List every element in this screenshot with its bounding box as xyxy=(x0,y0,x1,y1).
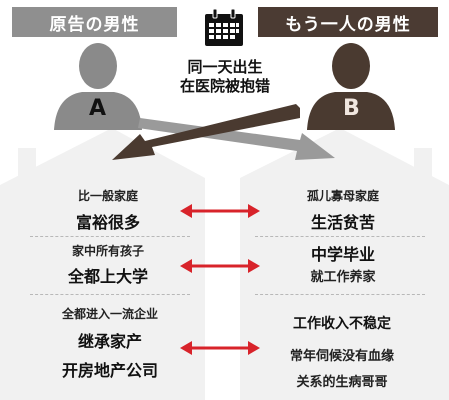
row3-right-line3: 关系的生病哥哥 xyxy=(296,375,388,390)
row2-right-line2: 就工作养家 xyxy=(310,270,376,285)
row-separator-left-2 xyxy=(30,294,190,295)
compare-arrow-2 xyxy=(180,259,260,273)
row3-left-line3: 开房地产公司 xyxy=(61,361,158,380)
row-separator-right-1 xyxy=(255,236,425,237)
row1-right-line1: 孤儿寡母家庭 xyxy=(306,189,379,203)
left-house-chimney xyxy=(18,148,36,178)
right-house xyxy=(240,128,449,400)
person-a-letter: A xyxy=(89,96,107,121)
row3-left-line1: 全都进入一流企业 xyxy=(61,307,158,321)
compare-arrow-1 xyxy=(180,204,260,218)
person-b-letter: B xyxy=(343,96,360,121)
row1-left-line1: 比一般家庭 xyxy=(77,189,138,203)
row3-right-line2: 常年伺候没有血缘 xyxy=(289,349,394,364)
row-separator-right-2 xyxy=(255,294,425,295)
row1-left-line2: 富裕很多 xyxy=(75,213,140,232)
caption-line-1: 同一天出生 xyxy=(187,58,263,76)
right-header-label: もう一人の男性 xyxy=(258,7,438,37)
person-a-silhouette xyxy=(54,43,142,130)
row2-left-line1: 家中所有孩子 xyxy=(71,244,144,258)
row3-right-line1: 工作收入不稳定 xyxy=(293,316,391,332)
row3-left-line2: 继承家产 xyxy=(77,332,142,351)
row2-right-line1: 中学毕业 xyxy=(310,245,375,264)
swap-arrow-to-left xyxy=(112,104,300,160)
right-house-chimney xyxy=(414,148,432,178)
caption-line-2: 在医院被抱错 xyxy=(179,77,270,95)
row-separator-left-1 xyxy=(30,236,190,237)
person-b-silhouette xyxy=(307,43,395,130)
row1-right-line2: 生活贫苦 xyxy=(310,213,375,232)
swap-arrow-to-right xyxy=(138,118,335,160)
compare-arrow-3 xyxy=(180,341,260,355)
left-house xyxy=(0,128,205,400)
calendar-icon xyxy=(205,8,243,46)
row2-left-line2: 全都上大学 xyxy=(67,267,148,286)
left-header-label: 原告の男性 xyxy=(12,7,177,37)
